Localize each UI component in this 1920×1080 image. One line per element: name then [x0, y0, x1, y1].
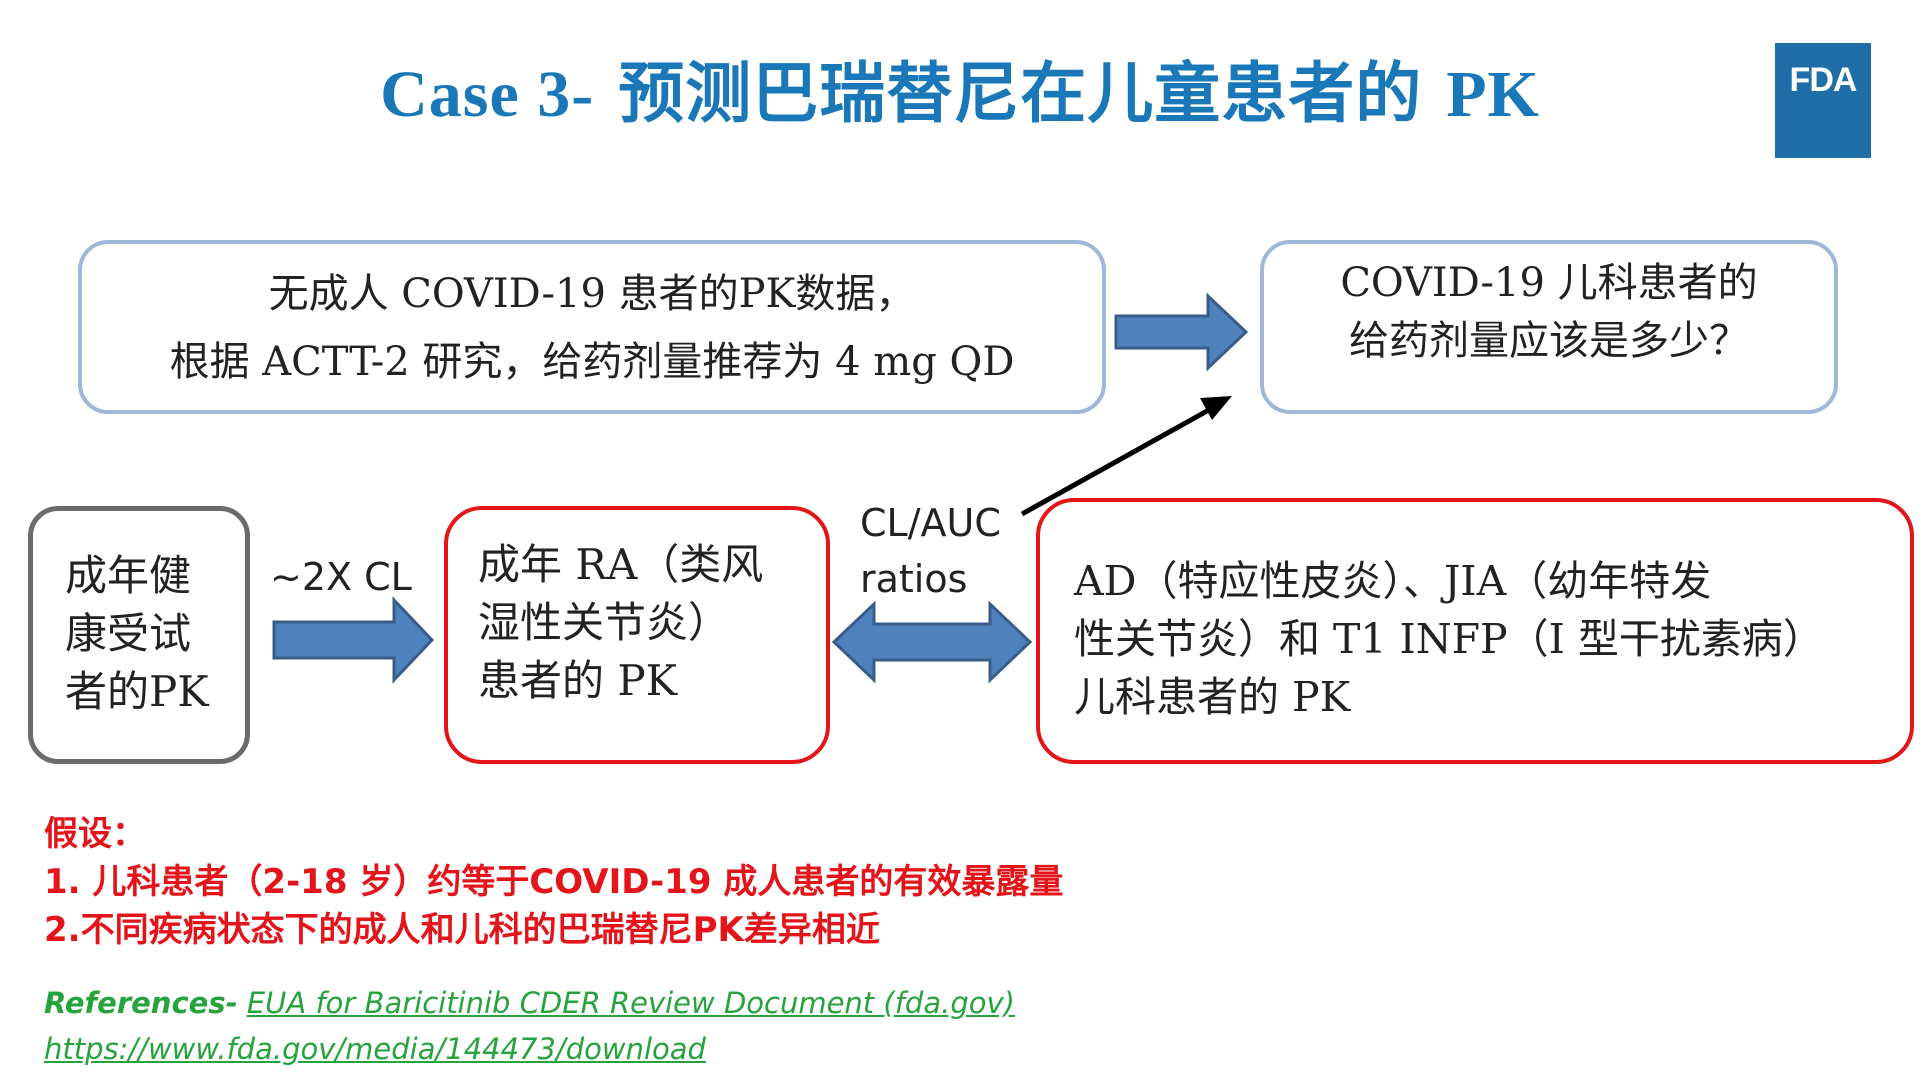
assumption-item-2: 2.不同疾病状态下的成人和儿科的巴瑞替尼PK差异相近	[44, 910, 880, 950]
double-arrow-ratios	[831, 600, 1033, 684]
title-main: 预测巴瑞替尼在儿童患者的	[618, 55, 1423, 132]
pediatric-question-line-1: COVID-19 儿科患者的	[1340, 260, 1758, 306]
right-arrow-cl	[272, 596, 435, 684]
pediatric-question-box: COVID-19 儿科患者的 给药剂量应该是多少？	[1260, 240, 1838, 414]
ra-adult-line-1: 成年 RA（类风	[478, 540, 764, 589]
ra-adult-text: 成年 RA（类风 湿性关节炎） 患者的 PK	[478, 536, 763, 710]
pediatric-diseases-line-2: 性关节炎）和 T1 INFP（I 型干扰素病）	[1074, 615, 1824, 663]
adult-covid-box: 无成人 COVID-19 患者的PK数据， 根据 ACTT-2 研究，给药剂量推…	[78, 240, 1106, 414]
ra-adult-line-3: 患者的 PK	[478, 656, 677, 705]
references-label: References-	[44, 986, 238, 1020]
healthy-adult-text: 成年健 康受试 者的PK	[65, 547, 209, 721]
ra-adult-box: 成年 RA（类风 湿性关节炎） 患者的 PK	[444, 506, 830, 764]
cl-auc-line-1: CL/AUC	[860, 501, 1001, 545]
pediatric-question-line-2: 给药剂量应该是多少？	[1349, 318, 1749, 364]
title-prefix: Case 3-	[380, 58, 595, 131]
cl-auc-label: CL/AUC ratios	[860, 495, 1001, 607]
pediatric-diseases-line-3: 儿科患者的 PK	[1074, 673, 1351, 721]
cl-auc-line-2: ratios	[860, 557, 968, 601]
healthy-adult-line-2: 康受试	[65, 609, 192, 658]
adult-covid-line-2: 根据 ACTT-2 研究，给药剂量推荐为 4 mg QD	[169, 339, 1015, 385]
reference-link-review-document[interactable]: EUA for Baricitinib CDER Review Document…	[246, 986, 1015, 1020]
diagonal-arrow-head	[1200, 396, 1232, 420]
fda-logo: FDA	[1775, 43, 1871, 158]
references: References- EUA for Baricitinib CDER Rev…	[44, 980, 1015, 1072]
slide-title: Case 3- 预测巴瑞替尼在儿童患者的 PK	[0, 40, 1920, 136]
title-suffix: PK	[1446, 58, 1540, 131]
healthy-adult-box: 成年健 康受试 者的PK	[28, 506, 250, 764]
reference-link-download[interactable]: https://www.fda.gov/media/144473/downloa…	[44, 1032, 706, 1066]
fda-logo-text: FDA	[1789, 61, 1858, 99]
assumption-item-1: 1. 儿科患者（2-18 岁）约等于COVID-19 成人患者的有效暴露量	[44, 862, 1064, 902]
pediatric-diseases-line-1: AD（特应性皮炎）、JIA（幼年特发	[1074, 557, 1712, 605]
ra-adult-line-2: 湿性关节炎）	[478, 598, 731, 647]
diagonal-arrow-line	[1020, 403, 1218, 517]
adult-covid-line-1: 无成人 COVID-19 患者的PK数据，	[268, 271, 916, 317]
assumptions: 假设： 1. 儿科患者（2-18 岁）约等于COVID-19 成人患者的有效暴露…	[44, 810, 1063, 954]
adult-covid-text: 无成人 COVID-19 患者的PK数据， 根据 ACTT-2 研究，给药剂量推…	[82, 244, 1102, 396]
pediatric-question-text: COVID-19 儿科患者的 给药剂量应该是多少？	[1264, 244, 1834, 370]
healthy-adult-line-1: 成年健	[65, 551, 192, 600]
right-arrow-top	[1114, 292, 1249, 372]
pediatric-diseases-box: AD（特应性皮炎）、JIA（幼年特发 性关节炎）和 T1 INFP（I 型干扰素…	[1036, 498, 1914, 764]
cl-2x-label: ~2X CL	[270, 555, 412, 599]
pediatric-diseases-text: AD（特应性皮炎）、JIA（幼年特发 性关节炎）和 T1 INFP（I 型干扰素…	[1074, 552, 1824, 726]
healthy-adult-line-3: 者的PK	[65, 667, 209, 716]
assumptions-heading: 假设：	[44, 814, 146, 854]
